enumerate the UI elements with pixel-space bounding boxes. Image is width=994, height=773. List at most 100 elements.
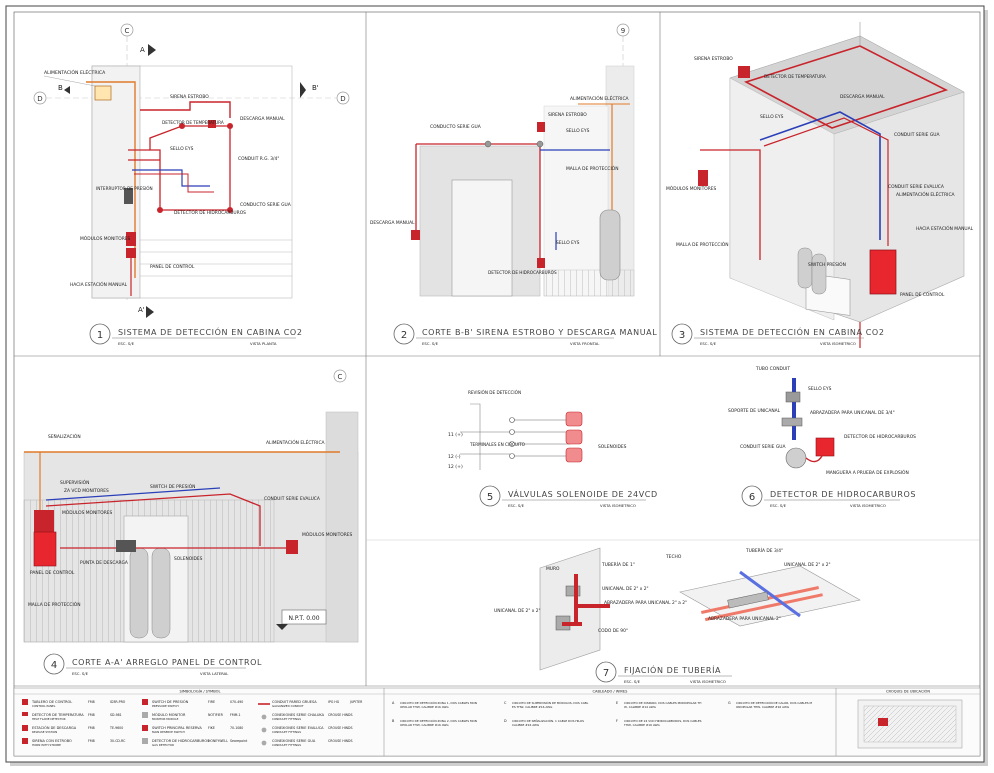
legend-symbol-name: CONDUIT PARED GRUESA — [272, 700, 317, 704]
legend-symbol-code: CROUSE HINDS — [328, 713, 353, 717]
view-label-7: VISTA ISOMETRICO — [690, 679, 726, 684]
v7-label-abrazadera: ABRAZADERA PARA UNICANAL 2" a 2" — [604, 600, 687, 606]
view-label-1: VISTA PLANTA — [250, 341, 277, 346]
v4-label-modulos-2: MÓDULOS MONITORES — [302, 531, 353, 538]
view-scale-1: ESC. S/E — [118, 341, 135, 346]
view-scale-2: ESC. S/E — [422, 341, 439, 346]
view-number-3: 3 — [679, 330, 685, 341]
view-label-4: VISTA LATERAL — [200, 671, 229, 676]
legend-wire-text: CIRCUITO DE 24 VCD HIDROCARBUROS, DOS CA… — [624, 719, 702, 723]
section-marker-b: B — [58, 84, 63, 92]
legend-symbol-model: JUPITER — [349, 700, 363, 704]
v6-label-manguera: MANGUERA A PRUEBA DE EXPLOSIÓN — [826, 469, 909, 476]
v4-label-evaluca: CONDUIT SERIE EVALUCA — [264, 496, 320, 502]
view-title-6: 6 DETECTOR DE HIDROCARBUROS ESC. S/E VIS… — [741, 485, 916, 508]
view-label-6: VISTA ISOMETRICO — [850, 503, 886, 508]
legend-symbol-sub: MONITOR MODULE — [152, 717, 179, 721]
legend-symbol-name: CONEXIONES SERIE EVALUCA — [272, 726, 324, 730]
view-title-text-2: CORTE B-B' SIRENA ESTROBO Y DESCARGA MAN… — [422, 328, 657, 337]
legend-symbol-sub: GAS DETECTOR — [152, 743, 174, 747]
legend-wire-id: F — [616, 719, 618, 723]
legend-simbologia-title: SIMBOLOGÍA / SYMBOL — [180, 689, 221, 694]
legend-symbol-model: 070-490 — [230, 700, 243, 704]
v6-label-sello: SELLO EYS — [808, 386, 832, 392]
view-title-text-6: DETECTOR DE HIDROCARBUROS — [770, 490, 916, 499]
v3-label-detector: DETECTOR DE TEMPERATURA — [764, 74, 826, 79]
legend-symbol-sub: CONDULET FITTINGS — [272, 717, 301, 721]
legend-wire-id: G — [728, 701, 731, 705]
v7-label-codo: CODO DE 90° — [598, 628, 628, 634]
legend-symbol-name: CONEXIONES SERIE CHALUKA — [272, 713, 325, 717]
view-4-section: C N.P.T. 0.00 SEÑALIZACIÓN ALIMENTACIÓN … — [23, 369, 359, 643]
v4-label-modulos: MÓDULOS MONITORES — [62, 509, 113, 516]
v3-label-sirena: SIRENA ESTROBO — [694, 56, 733, 62]
v7-label-muro: MURO — [546, 566, 560, 572]
legend-symbol-name: SIRENA CON ESTROBO — [32, 739, 72, 743]
legend-wire-text: CIRCUITO DE SUPERVISIÓN DE MÓDULOS, DOS … — [512, 700, 589, 705]
v3-label-descarga: DESCARGA MANUAL — [840, 94, 885, 100]
view-title-text-4: CORTE A-A' ARREGLO PANEL DE CONTROL — [72, 658, 262, 667]
v6-label-tubo: TUBO CONDUIT — [755, 366, 790, 372]
v3-label-conduit-gua: CONDUIT SERIE GUA — [894, 132, 939, 138]
legend-symbol-name: ESTACIÓN DE DESCARGA — [32, 725, 77, 730]
view-2-section: 9 ALIMENTACIÓN ELÉCTRICA CONDUCTO SERIE … — [370, 23, 635, 297]
v2-grid-label: 9 — [621, 27, 625, 35]
legend-symbol-sub: RELEASE STATION — [32, 730, 57, 734]
v1-label-hidrocarburos: DETECTOR DE HIDROCARBUROS — [174, 210, 246, 216]
v4-label-panel: PANEL DE CONTROL — [30, 570, 75, 576]
legend-symbol-model: TE-9600 — [109, 726, 123, 730]
legend-wire-text: W, CALIBRE #14 AWG — [624, 705, 656, 709]
legend-symbol-code: CROUSE HINDS — [328, 739, 353, 743]
legend-symbol-sub: GALVANIZED CONDUIT — [272, 704, 304, 708]
legend-symbol-code: FIRE — [208, 700, 215, 704]
v2-label-sello: SELLO EYS — [566, 128, 590, 134]
v3-label-estacion: HACIA ESTACIÓN MANUAL — [916, 225, 974, 232]
v4-label-solenoides: SOLENOIDES — [174, 556, 203, 562]
view-scale-5: ESC. S/E — [508, 503, 525, 508]
legend-wire-text: OPOLAR THW, CALIBRE #16 AWG — [400, 723, 449, 727]
view-label-5: VISTA ISOMETRICO — [600, 503, 636, 508]
v7-label-tuberia-1: TUBERÍA DE 1" — [601, 561, 635, 568]
v2-label-alimentacion: ALIMENTACIÓN ELÉCTRICA — [570, 94, 629, 102]
legend-symbol-code: IPG HG — [328, 700, 340, 704]
grid-label-d-right: D — [340, 95, 345, 103]
view-scale-4: ESC. S/E — [72, 671, 89, 676]
view-scale-6: ESC. S/E — [770, 503, 787, 508]
view-scale-3: ESC. S/E — [700, 341, 717, 346]
view-scale-7: ESC. S/E — [624, 679, 641, 684]
view-number-2: 2 — [401, 330, 407, 341]
legend-symbol-model: 70-1080 — [230, 726, 243, 730]
legend-symbol-code: CROUSE HINDS — [328, 726, 353, 730]
legend-wire-id: A — [392, 701, 395, 705]
v4-label-malla: MALLA DE PROTECCIÓN — [28, 601, 81, 608]
view-label-2: VISTA FRONTAL — [570, 341, 600, 346]
v4-grid-label: C — [338, 373, 343, 381]
v4-label-punta: PUNTA DE DESCARGA — [80, 560, 128, 566]
legend-symbol-model: FMM-1 — [230, 713, 241, 717]
legend-wire-text: CIRCUITO DE DETECCIÓN DE CALOR, DOS CABL… — [736, 700, 813, 705]
legend-wire-text: CALIBRE #16 AWG — [512, 723, 539, 727]
legend-wire-text: CIRCUITO DE DETECCIÓN ZONA 1, DOS CABLES… — [400, 700, 477, 705]
legend-symbol-name: DETECTOR DE HIDROCARBUROS — [152, 739, 210, 743]
v1-label-modulos: MÓDULOS MONITORES — [80, 235, 131, 242]
view-label-3: VISTA ISOMETRICO — [820, 341, 856, 346]
v6-label-detector: DETECTOR DE HIDROCARBUROS — [844, 434, 916, 440]
v2-label-sirena: SIRENA ESTROBO — [548, 112, 587, 118]
v4-label-senalizacion: SEÑALIZACIÓN — [48, 433, 81, 440]
legend-cableado-title: CABLEADO / WIRES — [593, 690, 629, 694]
legend-symbol-code: FM8 — [88, 700, 95, 704]
v5-label-terminales: TERMINALES EN CIRCUITO — [469, 442, 526, 447]
legend-symbol-sub: HORN WITH STROBE — [32, 743, 61, 747]
v1-label-conduit: CONDUIT R.G. 3/4" — [238, 156, 279, 162]
v5-label-11: 11 (+) — [448, 432, 463, 438]
legend-symbol-code: FM8 — [88, 739, 95, 743]
legend-symbol-name: SWITCH DE PRESIÓN — [152, 699, 189, 704]
legend-symbol-sub: CONDULET FITTINGS — [272, 730, 301, 734]
v3-label-alimentacion: ALIMENTACIÓN ELÉCTRICA — [896, 190, 955, 198]
legend-wire-text: CIRCUITO DE DISPARO, DOS CABLES MONOPOLA… — [624, 701, 701, 705]
view-title-3: 3 SISTEMA DE DETECCIÓN EN CABINA CO2 ESC… — [671, 323, 884, 346]
legend-wire-text: CIRCUITO DE DETECCIÓN ZONA 2, DOS CABLES… — [400, 718, 477, 723]
v1-label-panel: PANEL DE CONTROL — [150, 264, 195, 270]
v3-label-malla: MALLA DE PROTECCIÓN — [676, 241, 729, 248]
